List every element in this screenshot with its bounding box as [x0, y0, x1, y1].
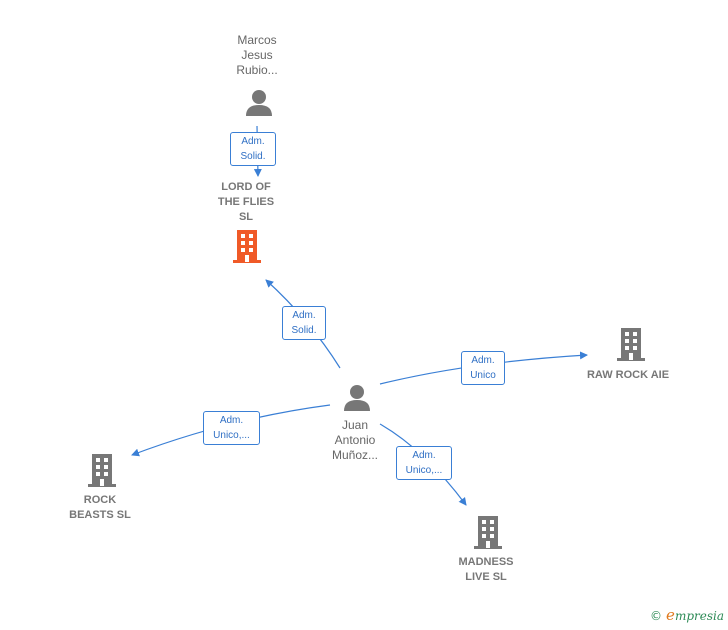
label-line: Rubio... — [236, 63, 278, 77]
copyright-symbol: © — [650, 609, 663, 623]
brand-name: mpresia — [674, 609, 724, 623]
building-icon-rock-beasts[interactable] — [88, 454, 116, 487]
label-line: Marcos — [237, 33, 277, 47]
edge-label-line: Unico,... — [405, 465, 443, 476]
edge-label-line: Adm. — [292, 310, 316, 321]
label-line: THE FLIES — [217, 196, 275, 208]
label-line: LIVE SL — [465, 571, 507, 583]
label-line: Muñoz... — [331, 448, 379, 462]
edge-label-line: Unico — [470, 370, 496, 381]
edge-label-line: Adm. — [412, 450, 436, 461]
edge-label-juan-lord[interactable]: Adm. Solid. — [282, 306, 326, 340]
brand-logo-e: e — [666, 606, 675, 624]
label-line: ROCK — [83, 494, 117, 506]
edge-label-line: Solid. — [291, 325, 317, 336]
person-label-marcos[interactable]: Marcos Jesus Rubio... — [212, 33, 302, 78]
label-line: BEASTS SL — [69, 509, 131, 521]
edge-label-juan-madness[interactable]: Adm. Unico,... — [396, 446, 452, 480]
label-line: Jesus — [241, 48, 273, 62]
person-icon[interactable] — [246, 90, 272, 116]
building-icon-lord-of-the-flies[interactable] — [233, 230, 261, 263]
building-icon-raw-rock[interactable] — [617, 328, 645, 361]
edge-label-line: Adm. — [471, 355, 495, 366]
person-label-juan[interactable]: Juan Antonio Muñoz... — [310, 418, 400, 463]
edge-label-line: Unico,... — [213, 430, 250, 441]
building-icon-madness-live[interactable] — [474, 516, 502, 549]
company-label-madness-live[interactable]: MADNESS LIVE SL — [441, 555, 531, 585]
edge-label-juan-rock-beasts[interactable]: Adm. Unico,... — [203, 411, 260, 445]
edge-label-line: Adm. — [219, 415, 244, 426]
label-line: Antonio — [334, 433, 376, 447]
company-label-raw-rock[interactable]: RAW ROCK AIE — [572, 368, 684, 383]
company-label-rock-beasts[interactable]: ROCK BEASTS SL — [55, 493, 145, 523]
edge-label-line: Adm. — [241, 136, 265, 147]
label-line: MADNESS — [458, 556, 514, 568]
label-line: RAW ROCK AIE — [586, 369, 670, 381]
label-line: Juan — [341, 418, 369, 432]
edge-label-line: Solid. — [240, 151, 266, 162]
edge-label-marcos-lord[interactable]: Adm. Solid. — [230, 132, 276, 166]
person-icon[interactable] — [344, 385, 370, 411]
company-label-lord-of-the-flies[interactable]: LORD OF THE FLIES SL — [200, 180, 292, 225]
label-line: LORD OF — [221, 181, 271, 193]
label-line: SL — [238, 211, 254, 223]
copyright-notice: ©empresia — [650, 606, 724, 624]
edge-label-juan-raw-rock[interactable]: Adm. Unico — [461, 351, 505, 385]
